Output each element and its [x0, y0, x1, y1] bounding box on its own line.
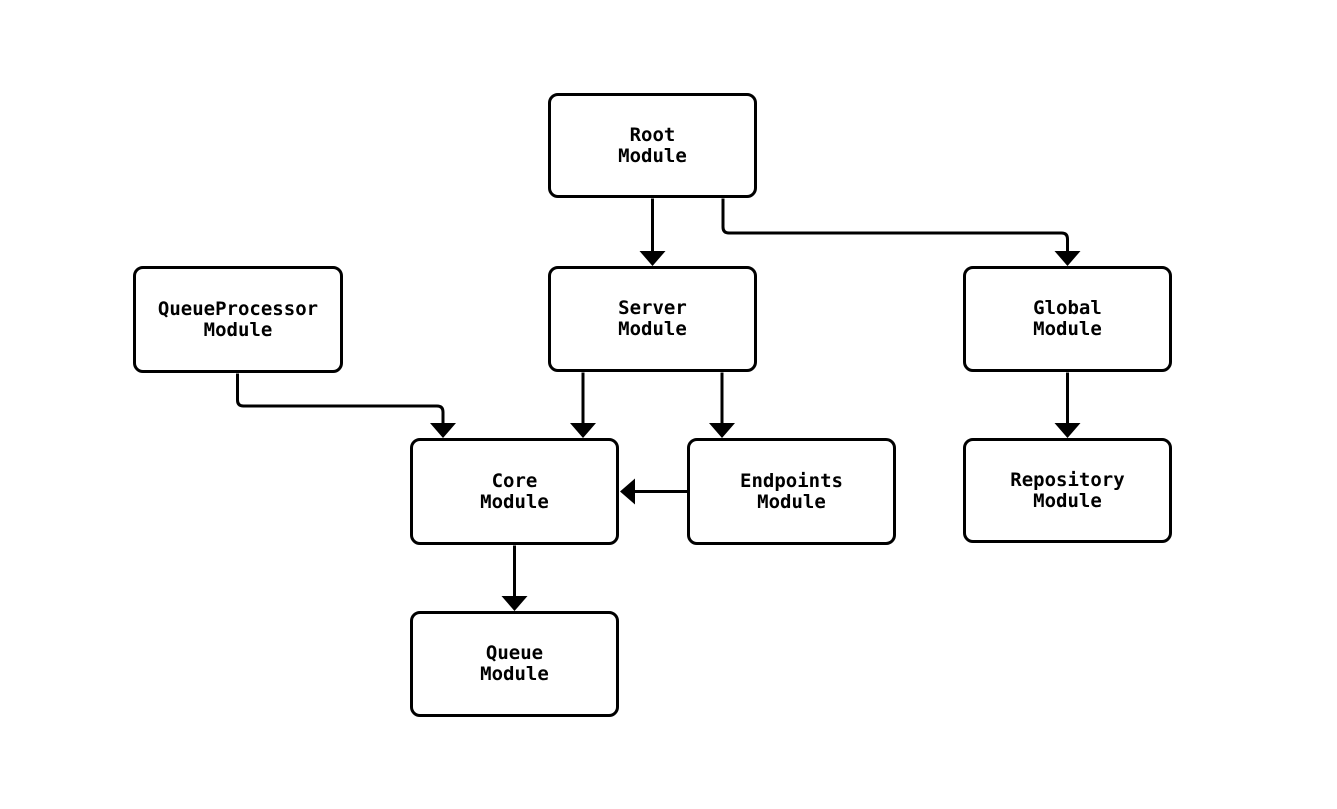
node-server-module: Server Module [548, 266, 757, 372]
edge-global-to-repository [1054, 372, 1081, 438]
node-core-module-label: Core Module [480, 469, 549, 513]
edge-server-to-endpoints [709, 372, 735, 438]
node-endpoints-module-label: Endpoints Module [740, 469, 843, 513]
edge-endpoints-to-core [620, 478, 687, 505]
node-queueprocessor-module-label: QueueProcessor Module [157, 297, 319, 341]
node-queueprocessor-module: QueueProcessor Module [133, 266, 343, 373]
node-global-module-label: Global Module [1033, 297, 1102, 340]
edge-server-to-core [570, 372, 596, 438]
edge-root-to-server [639, 198, 666, 266]
node-queue-module-label: Queue Module [480, 642, 549, 685]
edge-queueprocessor-to-core [236, 373, 456, 438]
node-endpoints-module: Endpoints Module [687, 438, 896, 545]
node-root-module-label: Root Module [618, 123, 687, 167]
node-server-module-label: Server Module [618, 297, 687, 340]
node-global-module: Global Module [963, 266, 1172, 372]
node-queue-module: Queue Module [410, 611, 619, 717]
edge-core-to-queue [501, 545, 528, 611]
node-root-module: Root Module [548, 93, 757, 198]
edge-root-to-global [721, 198, 1081, 266]
node-repository-module: Repository Module [963, 438, 1172, 543]
node-repository-module-label: Repository Module [1010, 468, 1125, 512]
node-core-module: Core Module [410, 438, 619, 545]
